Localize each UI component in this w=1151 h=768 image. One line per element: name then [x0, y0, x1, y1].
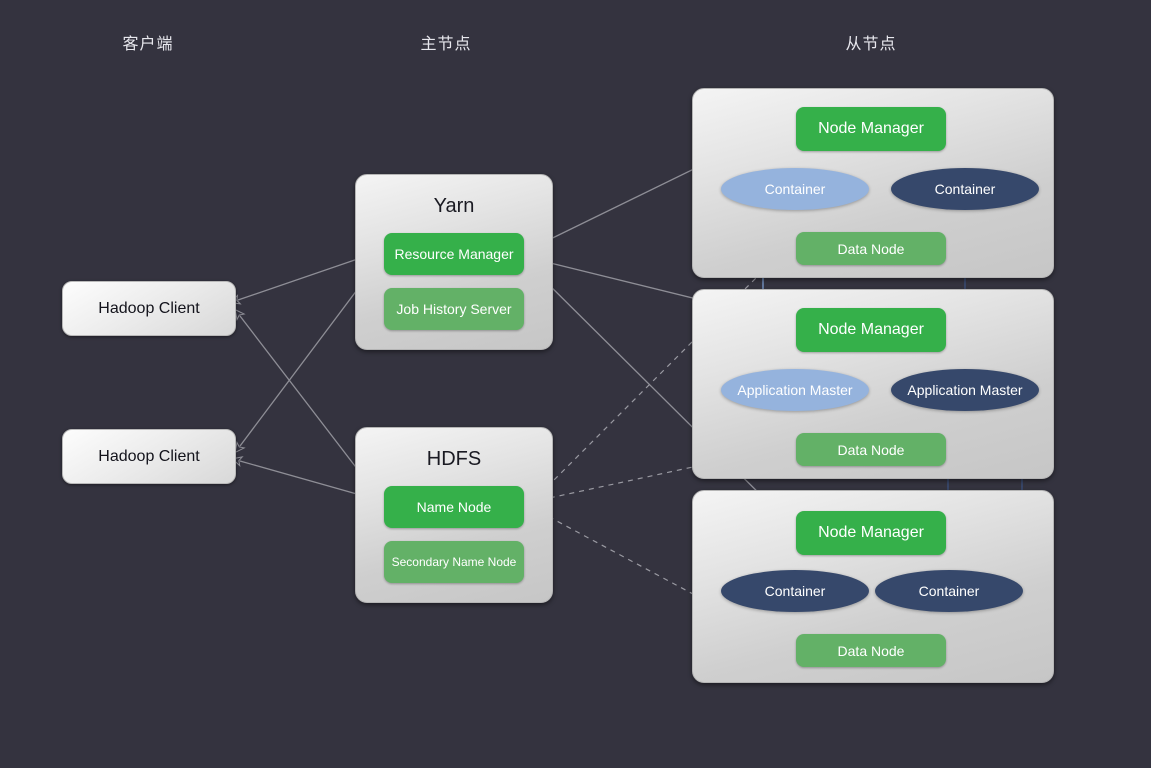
- resource-manager-label: Resource Manager: [394, 246, 514, 262]
- hdfs-title: HDFS: [426, 448, 482, 470]
- node-manager-2-label: Node Manager: [818, 321, 924, 338]
- container-1-right[interactable]: Container: [891, 168, 1039, 210]
- container-1-right-label: Container: [934, 181, 996, 197]
- slave-node-3-panel: Node Manager Container Container Data No…: [692, 490, 1054, 683]
- container-3-left-label: Container: [764, 583, 826, 599]
- data-node-1[interactable]: Data Node: [796, 232, 946, 265]
- application-master-light-label: Application Master: [737, 382, 853, 398]
- slave-node-1-panel: Node Manager Container Container Data No…: [692, 88, 1054, 278]
- container-1-left[interactable]: Container: [721, 168, 869, 210]
- yarn-title: Yarn: [433, 195, 475, 217]
- slave-node-2-panel: Node Manager Application Master Applicat…: [692, 289, 1054, 479]
- container-1-left-label: Container: [764, 181, 826, 197]
- name-node[interactable]: Name Node: [384, 486, 524, 528]
- hadoop-client-1-label: Hadoop Client: [98, 299, 200, 317]
- data-node-3[interactable]: Data Node: [796, 634, 946, 667]
- hadoop-client-2-label: Hadoop Client: [98, 447, 200, 465]
- node-manager-3[interactable]: Node Manager: [796, 511, 946, 555]
- hadoop-client-2[interactable]: Hadoop Client: [62, 429, 236, 484]
- application-master-dark[interactable]: Application Master: [891, 369, 1039, 411]
- hdfs-panel: HDFS Name Node Secondary Name Node: [355, 427, 553, 603]
- container-3-right-label: Container: [918, 583, 980, 599]
- data-node-2[interactable]: Data Node: [796, 433, 946, 466]
- secondary-name-node[interactable]: Secondary Name Node: [384, 541, 524, 583]
- job-history-server-label: Job History Server: [396, 301, 512, 317]
- data-node-1-label: Data Node: [837, 240, 905, 257]
- column-header-master: 主节点: [420, 36, 472, 53]
- node-manager-3-label: Node Manager: [818, 524, 924, 541]
- node-manager-1[interactable]: Node Manager: [796, 107, 946, 151]
- name-node-label: Name Node: [416, 499, 492, 515]
- application-master-light[interactable]: Application Master: [721, 369, 869, 411]
- column-header-client: 客户端: [122, 36, 174, 53]
- node-manager-1-label: Node Manager: [818, 120, 924, 137]
- container-3-left[interactable]: Container: [721, 570, 869, 612]
- data-node-3-label: Data Node: [837, 642, 905, 659]
- application-master-dark-label: Application Master: [907, 382, 1023, 398]
- yarn-panel: Yarn Resource Manager Job History Server: [355, 174, 553, 350]
- data-node-2-label: Data Node: [837, 441, 905, 458]
- container-3-right[interactable]: Container: [875, 570, 1023, 612]
- node-manager-2[interactable]: Node Manager: [796, 308, 946, 352]
- column-header-slave: 从节点: [845, 36, 897, 53]
- resource-manager[interactable]: Resource Manager: [384, 233, 524, 275]
- secondary-name-node-label: Secondary Name Node: [391, 555, 517, 569]
- hadoop-client-1[interactable]: Hadoop Client: [62, 281, 236, 336]
- job-history-server[interactable]: Job History Server: [384, 288, 524, 330]
